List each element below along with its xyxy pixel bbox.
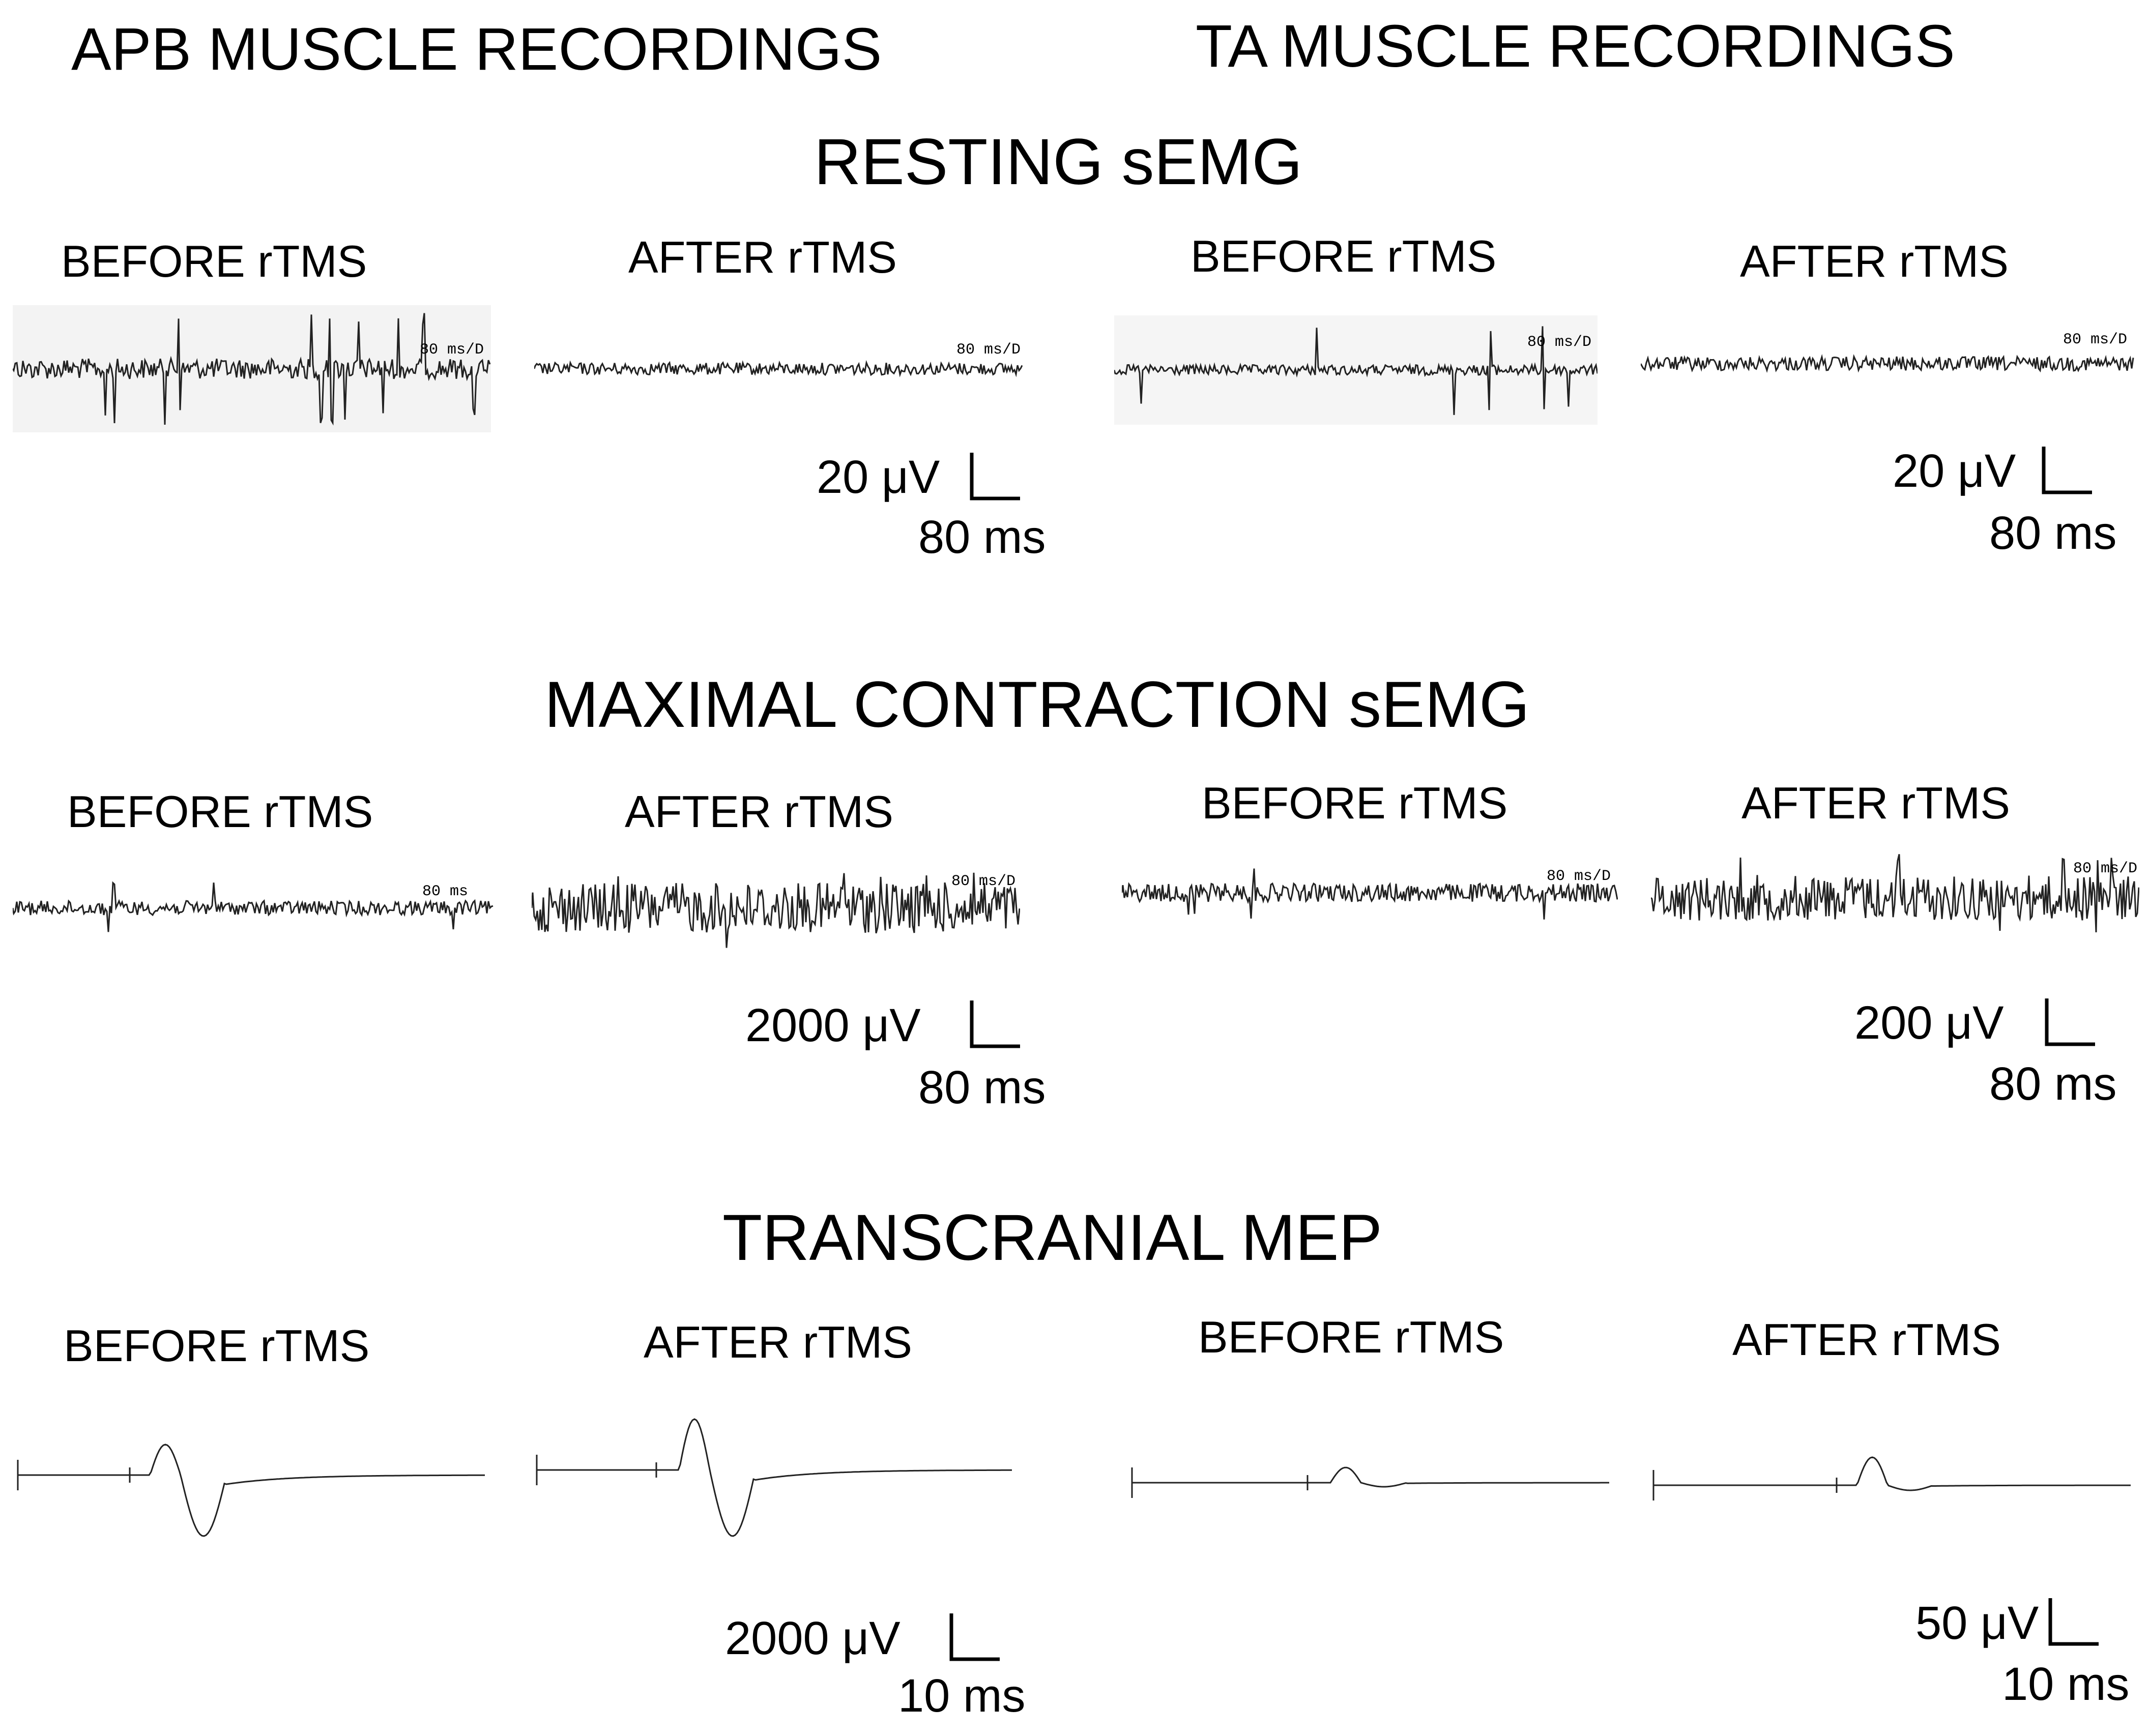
time-base-label: 80 ms/D (420, 341, 484, 359)
panel-label-mep-ta-before: BEFORE rTMS (1198, 1312, 1504, 1362)
section-title-resting: RESTING sEMG (814, 126, 1303, 198)
mep-trace-svg (1131, 1466, 1609, 1498)
emg-waveform (13, 881, 493, 932)
emg-waveform (13, 313, 491, 426)
emg-trace-maximal-apb-after: 80 ms/D (532, 860, 1020, 956)
mep-waveform (1131, 1466, 1609, 1498)
calibration-bar-resting-ta (2041, 444, 2097, 500)
scale-time-maximal-apb: 80 ms (918, 1062, 1046, 1113)
calibration-bar-mep-ta (2048, 1596, 2104, 1652)
apb-header: APB MUSCLE RECORDINGS (71, 16, 882, 83)
emg-trace-maximal-ta-after: 80 ms/D (1651, 842, 2139, 954)
scale-time-maximal-ta: 80 ms (1989, 1058, 2117, 1110)
time-base-label: 80 ms/D (1527, 334, 1591, 351)
emg-waveform (1641, 354, 2134, 373)
emg-waveform (1122, 868, 1618, 920)
calibration-bar-line (970, 453, 1020, 501)
calibration-bar-svg (970, 453, 1020, 501)
mep-trace-apb-after (532, 1409, 1018, 1567)
scale-time-mep-ta: 10 ms (2002, 1658, 2130, 1710)
section-title-maximal: MAXIMAL CONTRACTION sEMG (544, 668, 1530, 741)
scale-amplitude-maximal-apb: 2000 μV (745, 999, 921, 1051)
emg-trace-resting-apb-before: 80 ms/D (13, 305, 491, 432)
mep-trace-ta-after (1648, 1419, 2137, 1541)
calibration-bar-svg (949, 1613, 1000, 1661)
section-title-mep: TRANSCRANIAL MEP (722, 1201, 1382, 1274)
emg-trace-svg: 80 ms/D (13, 305, 491, 432)
panel-label-mep-apb-before: BEFORE rTMS (64, 1320, 370, 1371)
emg-trace-svg: 80 ms/D (532, 872, 1020, 948)
emg-trace-svg: 80 ms (13, 881, 493, 932)
mep-trace-apb-before (13, 1414, 491, 1567)
calibration-bar-svg (970, 1001, 1020, 1048)
calibration-bar-maximal-ta (2044, 996, 2100, 1052)
calibration-bar-svg (2048, 1598, 2099, 1646)
mep-trace-ta-before (1127, 1419, 1615, 1546)
panel-label-resting-ta-after: AFTER rTMS (1740, 236, 2009, 286)
emg-trace-svg: 80 ms/D (1114, 315, 1598, 425)
calibration-bar-svg (2045, 998, 2095, 1046)
panel-label-resting-apb-after: AFTER rTMS (628, 232, 897, 282)
emg-waveform (1651, 854, 2139, 932)
calibration-bar-line (2048, 1598, 2099, 1646)
panel-label-resting-apb-before: BEFORE rTMS (61, 236, 367, 286)
time-base-label: 80 ms/D (956, 341, 1021, 359)
emg-trace-svg: 80 ms/D (1122, 868, 1618, 920)
scale-amplitude-resting-ta: 20 μV (1893, 445, 2016, 497)
calibration-bar-resting-apb (969, 450, 1025, 506)
mep-trace-svg (17, 1444, 485, 1537)
time-base-label: 80 ms/D (2063, 331, 2127, 348)
mep-trace-svg (536, 1418, 1012, 1537)
scale-time-resting-apb: 80 ms (918, 511, 1046, 563)
emg-trace-resting-apb-after: 80 ms/D (534, 318, 1023, 420)
panel-label-maximal-apb-after: AFTER rTMS (625, 786, 893, 837)
emg-waveform (534, 360, 1023, 377)
ta-header: TA MUSCLE RECORDINGS (1196, 13, 1955, 80)
mep-waveform (536, 1418, 1012, 1537)
scale-amplitude-resting-apb: 20 μV (817, 451, 940, 503)
calibration-bar-line (2042, 447, 2092, 494)
time-base-label: 80 ms (422, 883, 468, 900)
emg-trace-maximal-apb-before: 80 ms (13, 865, 493, 951)
panel-label-maximal-apb-before: BEFORE rTMS (67, 786, 373, 837)
panel-label-resting-ta-before: BEFORE rTMS (1190, 231, 1497, 281)
scale-amplitude-maximal-ta: 200 μV (1854, 997, 2004, 1049)
emg-trace-svg: 80 ms/D (1651, 854, 2139, 932)
emg-waveform (1114, 326, 1598, 415)
calibration-bar-mep-apb (949, 1611, 1005, 1667)
mep-waveform (1652, 1456, 2131, 1500)
calibration-bar-line (949, 1613, 1000, 1661)
time-base-label: 80 ms/D (951, 873, 1015, 890)
emg-trace-svg: 80 ms/D (1641, 331, 2134, 373)
emg-trace-maximal-ta-before: 80 ms/D (1122, 849, 1618, 936)
scale-amplitude-mep-apb: 2000 μV (725, 1612, 901, 1664)
calibration-bar-line (970, 1001, 1020, 1048)
calibration-bar-line (2045, 998, 2095, 1046)
panel-label-mep-ta-after: AFTER rTMS (1732, 1314, 2001, 1365)
calibration-bar-svg (2042, 447, 2092, 494)
panel-label-mep-apb-after: AFTER rTMS (644, 1317, 912, 1367)
scale-time-resting-ta: 80 ms (1989, 507, 2117, 559)
calibration-bar-maximal-apb (969, 998, 1025, 1054)
scale-amplitude-mep-ta: 50 μV (1915, 1597, 2039, 1649)
mep-trace-svg (1652, 1456, 2131, 1500)
emg-trace-resting-ta-before: 80 ms/D (1114, 315, 1598, 425)
time-base-label: 80 ms/D (2073, 860, 2137, 877)
emg-trace-resting-ta-after: 80 ms/D (1641, 318, 2134, 409)
scale-time-mep-apb: 10 ms (898, 1670, 1026, 1722)
panel-label-maximal-ta-before: BEFORE rTMS (1202, 778, 1508, 828)
mep-waveform (17, 1444, 485, 1537)
emg-trace-svg: 80 ms/D (534, 341, 1023, 377)
emg-waveform (532, 872, 1020, 948)
time-base-label: 80 ms/D (1547, 868, 1611, 885)
panel-label-maximal-ta-after: AFTER rTMS (1741, 778, 2010, 828)
